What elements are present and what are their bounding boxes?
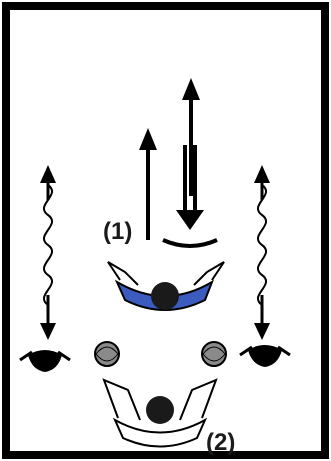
top-return-arrows <box>162 78 218 248</box>
basketball-left-icon <box>94 341 120 367</box>
basketball-right-icon <box>201 341 227 367</box>
player-top-view-white-icon <box>102 378 218 448</box>
player-top-view-blue-icon <box>107 261 225 311</box>
player-2-label: (2) <box>206 429 235 456</box>
court-boundary <box>2 2 329 459</box>
right-dribble-path <box>254 165 270 340</box>
defender-stance-left-icon <box>19 350 71 372</box>
left-dribble-path <box>40 165 56 340</box>
center-cut-arrow <box>139 128 157 240</box>
defender-stance-right-icon <box>239 345 291 367</box>
player-1-label: (1) <box>103 218 132 245</box>
